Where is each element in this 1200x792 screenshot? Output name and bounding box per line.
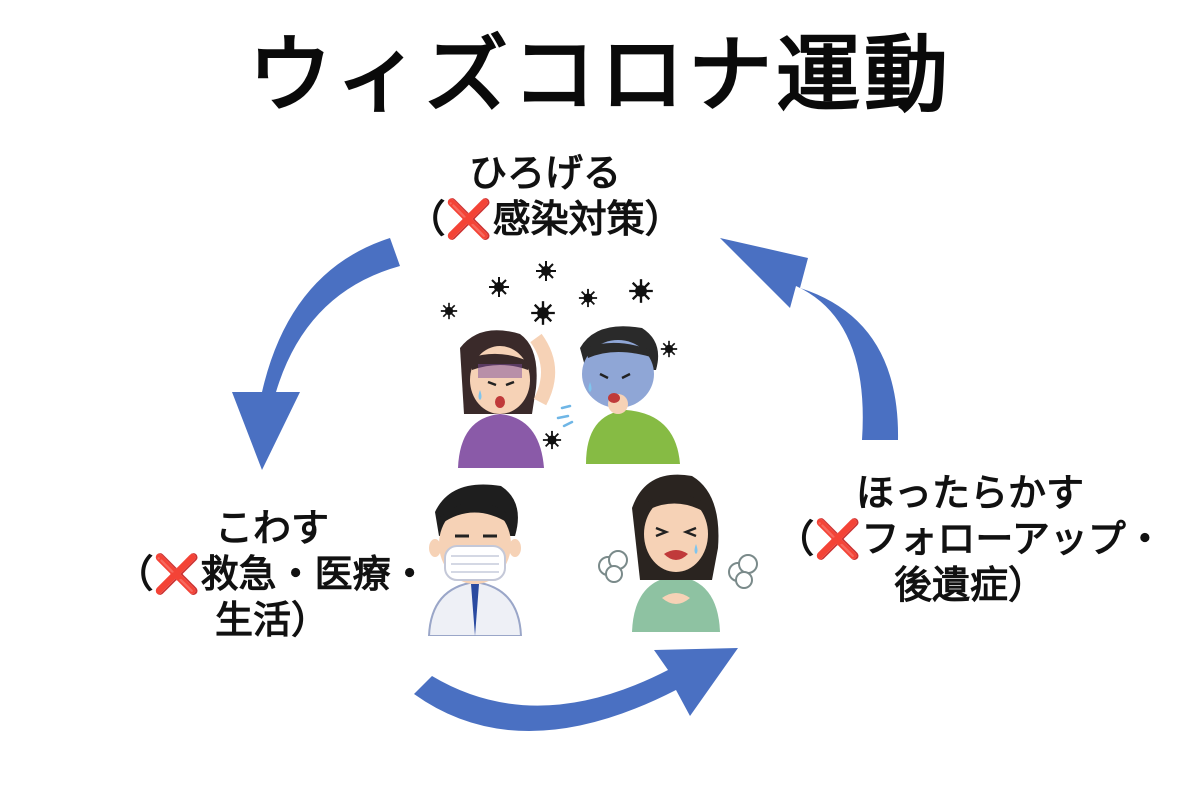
cycle-detail-break: （❌救急・医療・ [115, 552, 429, 596]
cycle-detail-neglect: （❌フォローアップ・ [776, 517, 1164, 561]
virus-germ-icon [578, 288, 598, 308]
suffering-woman-icon [598, 474, 758, 632]
red-cross-mark-icon: ❌ [445, 197, 493, 241]
cycle-detail-neglect-2: 後遺症） [893, 563, 1046, 607]
virus-germ-icon [440, 302, 458, 320]
virus-germ-icon [629, 279, 653, 303]
virus-germ-icon [660, 340, 678, 358]
cycle-heading-spread: ひろげる [468, 151, 621, 195]
cycle-heading-neglect: ほったらかす [855, 471, 1084, 515]
cycle-arrow-icon [232, 238, 400, 470]
virus-germ-icon [536, 261, 556, 281]
virus-germ-icon [542, 430, 562, 450]
coughing-man-icon [556, 326, 680, 464]
cycle-label-spread: ひろげる （❌感染対策） [380, 150, 710, 242]
sick-woman-icon [458, 330, 556, 468]
cycle-detail-break-2: 生活） [214, 598, 329, 642]
red-cross-mark-icon: ❌ [814, 517, 862, 561]
virus-germ-icon [531, 301, 555, 325]
cycle-heading-break: こわす [214, 506, 329, 550]
masked-doctor-icon [427, 484, 523, 636]
cycle-detail-spread: （❌感染対策） [407, 197, 683, 241]
cycle-arrow-icon [720, 238, 899, 440]
cycle-arrow-icon [414, 648, 738, 732]
virus-germ-icon [489, 277, 509, 297]
page-title: ウィズコロナ運動 [247, 26, 952, 124]
cycle-label-neglect: ほったらかす （❌フォローアップ・ 後遺症） [750, 470, 1190, 608]
red-cross-mark-icon: ❌ [153, 552, 201, 596]
cycle-label-break: こわす （❌救急・医療・ 生活） [92, 505, 452, 643]
